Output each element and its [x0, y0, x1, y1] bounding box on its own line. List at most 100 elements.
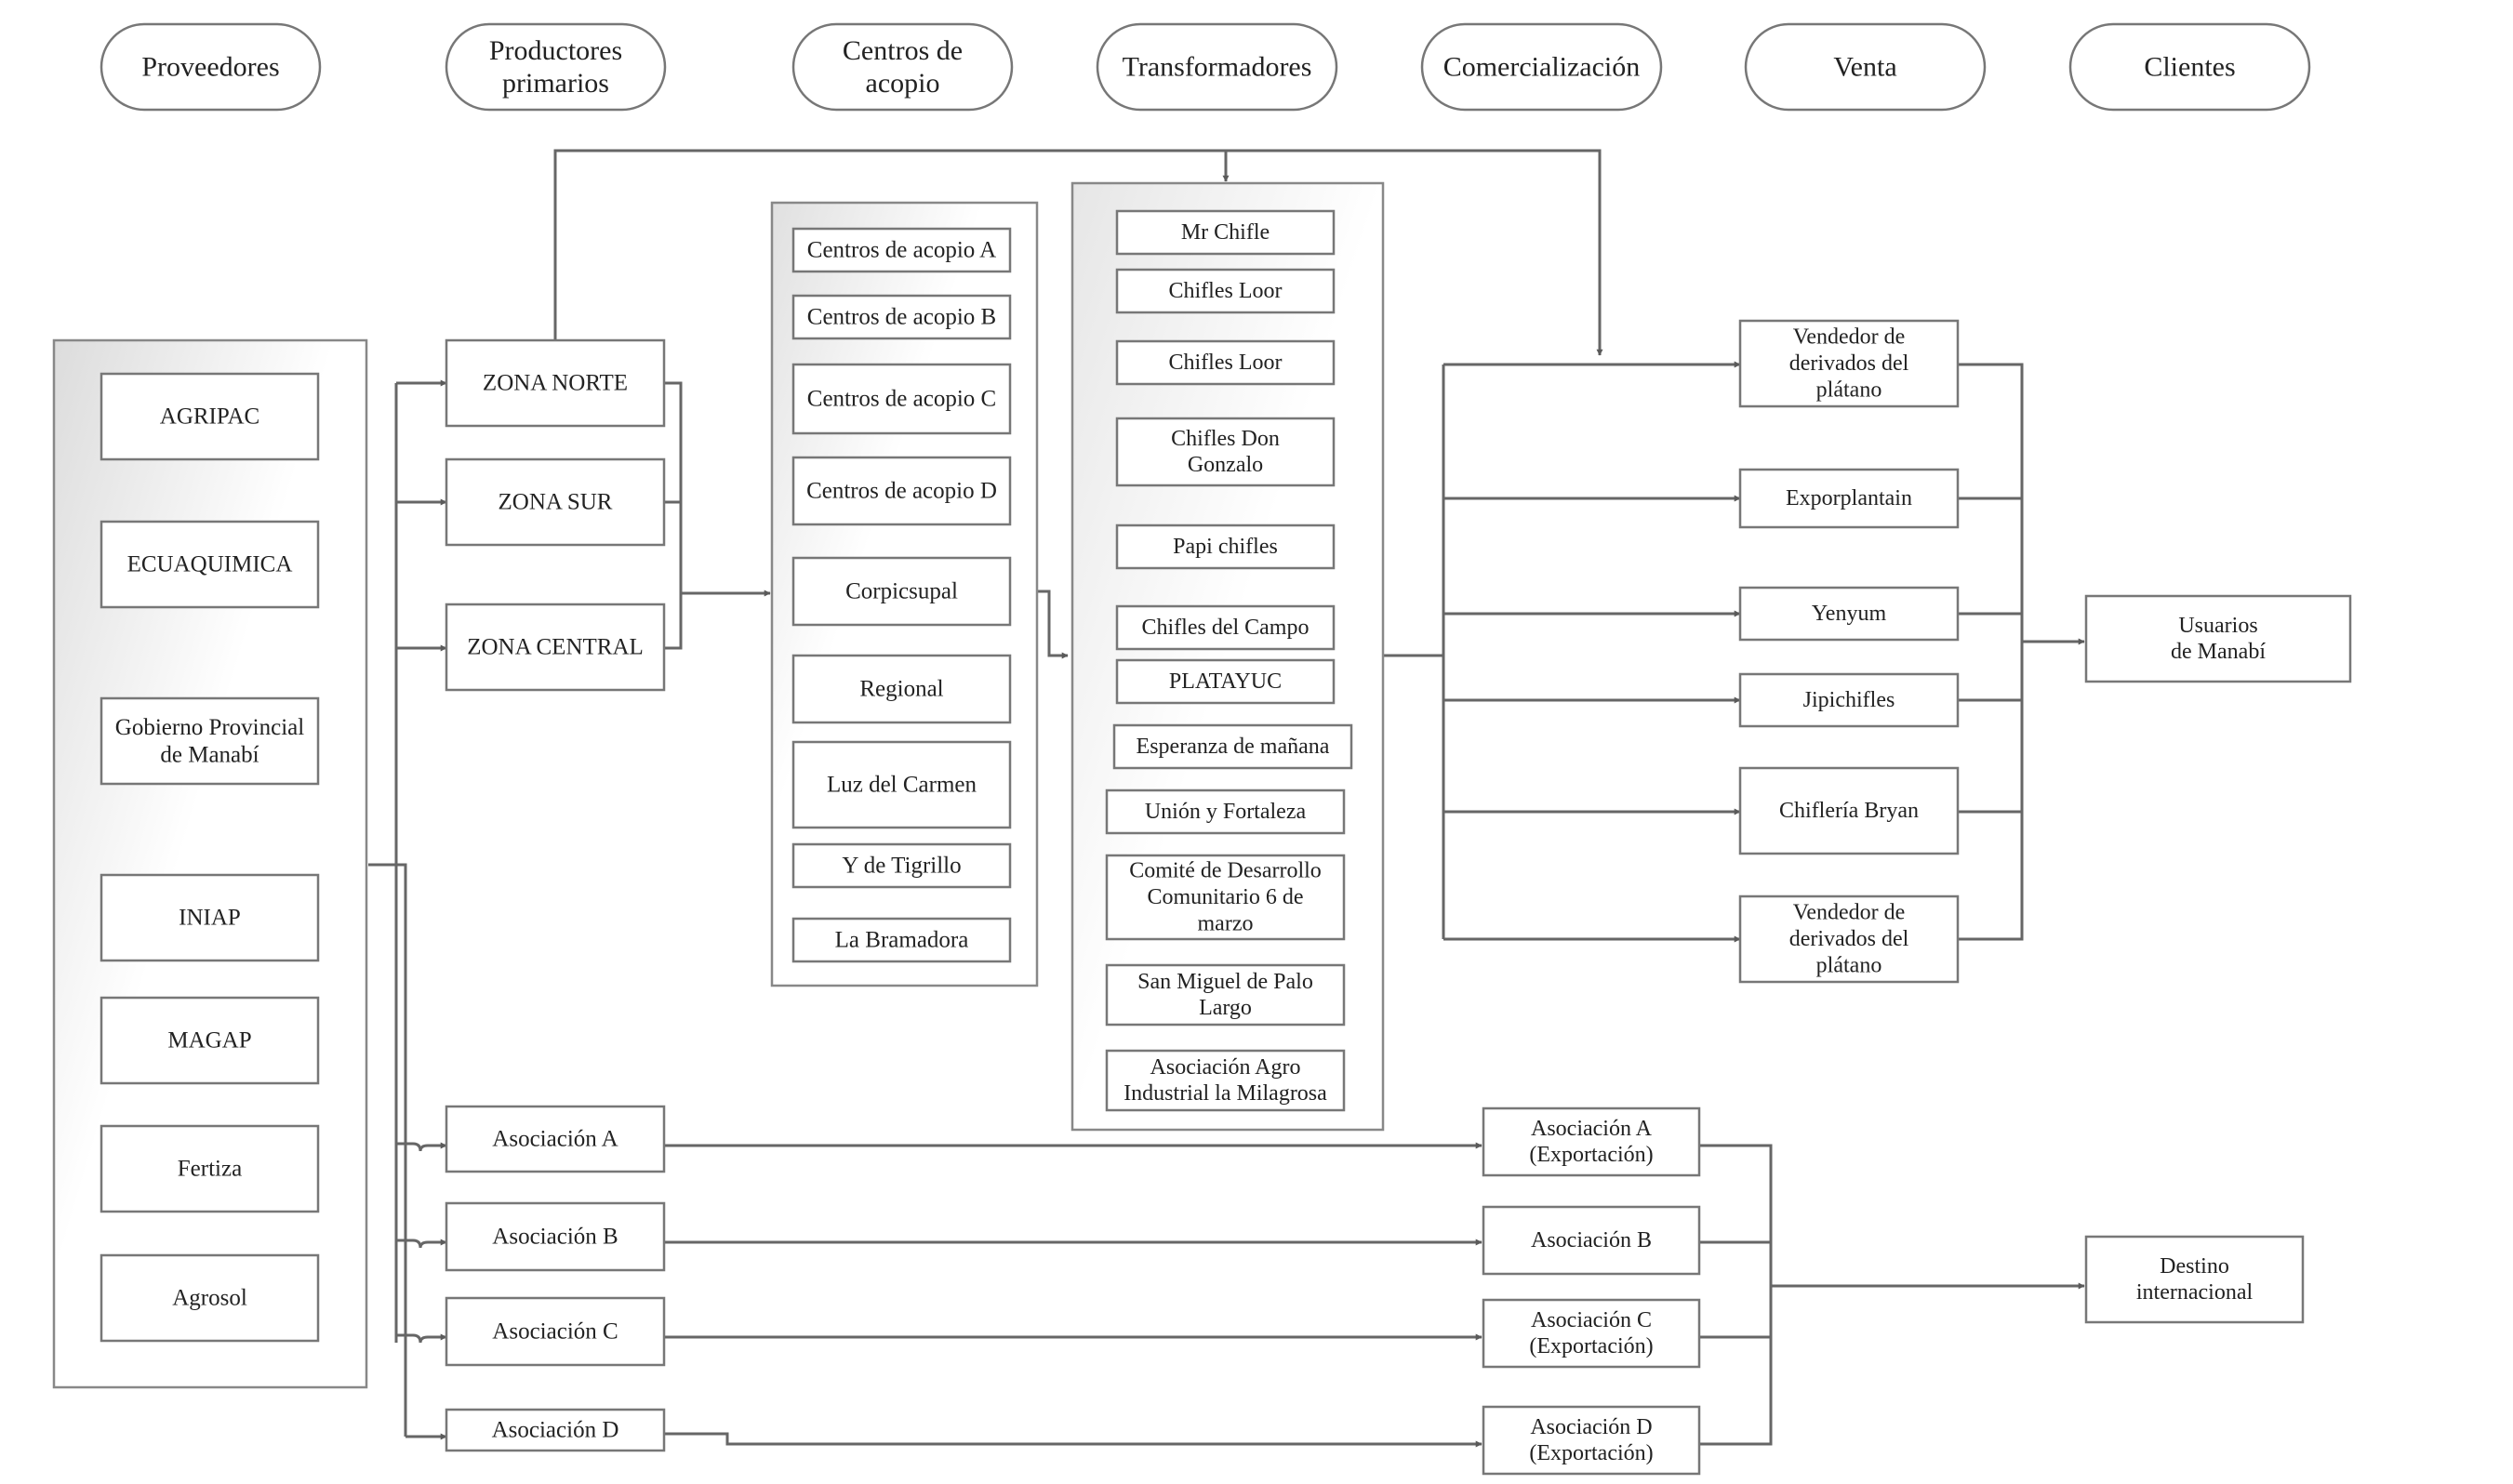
centro-acopio-node-label: La Bramadora: [835, 928, 969, 953]
venta-node-label: derivados del: [1789, 351, 1909, 376]
venta-node-label: derivados del: [1789, 927, 1909, 951]
header-comercializacion: Comercialización: [1420, 22, 1663, 112]
centro-acopio-node-label: Y de Tigrillo: [842, 854, 961, 879]
zona-node-label: ZONA CENTRAL: [467, 635, 644, 660]
transformador-node-frame: [1115, 417, 1336, 487]
venta-node-label: Vendedor de: [1793, 901, 1906, 925]
asociacion-node: Asociación D: [445, 1408, 666, 1452]
header-productores-label: Productores: [489, 35, 622, 66]
proveedor-node-frame: [100, 520, 320, 609]
header-centros-acopio-label: acopio: [866, 68, 940, 99]
header-transformadores-label: Transformadores: [1123, 52, 1312, 83]
venta-node-frame: [1738, 672, 1960, 728]
venta-node-label: Jipichifles: [1803, 688, 1895, 712]
venta-node-label: plátano: [1816, 953, 1882, 977]
transformador-node-label: Comité de Desarrollo: [1129, 859, 1322, 883]
proveedor-node-frame: [100, 873, 320, 962]
transformador-node-frame: [1105, 854, 1346, 941]
header-proveedores-label: Proveedores: [141, 52, 279, 83]
centro-acopio-node: Centros de acopio D: [791, 456, 1012, 526]
transformador-node: Mr Chifle: [1115, 209, 1336, 256]
transformador-node-label: San Miguel de Palo: [1137, 970, 1313, 994]
proveedor-node-label: INIAP: [179, 906, 241, 931]
exportacion-node-label: (Exportación): [1529, 1441, 1653, 1465]
header-clientes-frame: [2068, 22, 2311, 112]
transformador-node: Unión y Fortaleza: [1105, 788, 1346, 835]
transformador-node-label: Chifles Don: [1171, 427, 1280, 451]
exportacion-node-label: (Exportación): [1529, 1334, 1653, 1358]
centro-acopio-node-frame: [791, 917, 1012, 963]
transformador-node-label: Mr Chifle: [1181, 220, 1270, 245]
proveedores-group: [52, 338, 368, 1389]
venta-node: Yenyum: [1738, 586, 1960, 642]
exportacion-node: Asociación B: [1482, 1205, 1701, 1276]
venta-node-label: plátano: [1816, 378, 1882, 402]
transformador-node-frame: [1115, 523, 1336, 570]
transformador-node-label: Papi chifles: [1173, 535, 1278, 559]
header-productores-label: primarios: [502, 68, 609, 99]
asociacion-node: Asociación B: [445, 1201, 666, 1272]
transformador-node-frame: [1105, 788, 1346, 835]
header-comercializacion-frame: [1420, 22, 1663, 112]
centro-acopio-node-label: Centros de acopio C: [807, 387, 996, 412]
asociacion-node: Asociación C: [445, 1296, 666, 1367]
proveedor-node: MAGAP: [100, 996, 320, 1085]
zona-node-label: ZONA SUR: [499, 490, 613, 515]
header-comercializacion-label: Comercialización: [1443, 52, 1641, 83]
connector-providers-trunk: [368, 863, 407, 1437]
header-clientes-label: Clientes: [2144, 52, 2235, 83]
exportacion-node: Asociación C(Exportación): [1482, 1298, 1701, 1369]
header-venta-label: Venta: [1833, 52, 1896, 83]
proveedor-node-label: Fertiza: [178, 1157, 242, 1182]
venta-node-label: Vendedor de: [1793, 325, 1906, 350]
transformador-node: Chifles del Campo: [1115, 604, 1336, 651]
centro-acopio-node: Luz del Carmen: [791, 740, 1012, 829]
transformador-node-frame: [1115, 658, 1336, 705]
connectors: [368, 149, 2085, 1448]
exportacion-node-frame: [1482, 1298, 1701, 1369]
connector-centros-to-transformadores: [1030, 590, 1069, 659]
centro-acopio-node-frame: [791, 363, 1012, 435]
transformador-node-label: Chifles del Campo: [1142, 616, 1310, 640]
centro-acopio-node: La Bramadora: [791, 917, 1012, 963]
centro-acopio-node-label: Centros de acopio D: [806, 479, 997, 504]
cliente-usuarios-manabi-label: Usuarios: [2178, 614, 2257, 638]
connector-to-asociacion-c: [396, 1333, 447, 1344]
centro-acopio-node-frame: [791, 456, 1012, 526]
header-venta-frame: [1744, 22, 1987, 112]
header-productores-frame: [445, 22, 667, 112]
centro-acopio-node-label: Centros de acopio B: [807, 305, 996, 330]
zona-node: ZONA SUR: [445, 457, 666, 547]
transformador-node-label: Unión y Fortaleza: [1145, 800, 1307, 824]
zona-node-frame: [445, 457, 666, 547]
transformador-node-label: Industrial la Milagrosa: [1124, 1081, 1327, 1106]
header-centros-acopio-frame: [791, 22, 1014, 112]
venta-node-frame: [1738, 766, 1960, 855]
transformador-node-label: Esperanza de mañana: [1137, 735, 1330, 759]
proveedor-node-label: MAGAP: [167, 1028, 251, 1053]
venta-node-frame: [1738, 586, 1960, 642]
transformador-node-label: Chifles Loor: [1169, 279, 1283, 303]
asociacion-node-label: Asociación B: [492, 1225, 618, 1250]
centro-acopio-node-frame: [791, 556, 1012, 627]
transformador-node-frame: [1115, 604, 1336, 651]
centro-acopio-node: Centros de acopio B: [791, 294, 1012, 340]
exportacion-node: Asociación D(Exportación): [1482, 1405, 1701, 1476]
transformador-node-label: Gonzalo: [1188, 453, 1263, 477]
transformador-node-label: Asociación Agro: [1150, 1055, 1301, 1080]
venta-node-frame: [1738, 894, 1960, 984]
proveedor-node-label: ECUAQUIMICA: [127, 552, 293, 577]
header-centros-acopio-label: Centros de: [843, 35, 963, 66]
centro-acopio-node-label: Luz del Carmen: [827, 773, 977, 798]
venta-node: Exporplantain: [1738, 468, 1960, 529]
centro-acopio-node-frame: [791, 842, 1012, 889]
venta-node: Chiflería Bryan: [1738, 766, 1960, 855]
